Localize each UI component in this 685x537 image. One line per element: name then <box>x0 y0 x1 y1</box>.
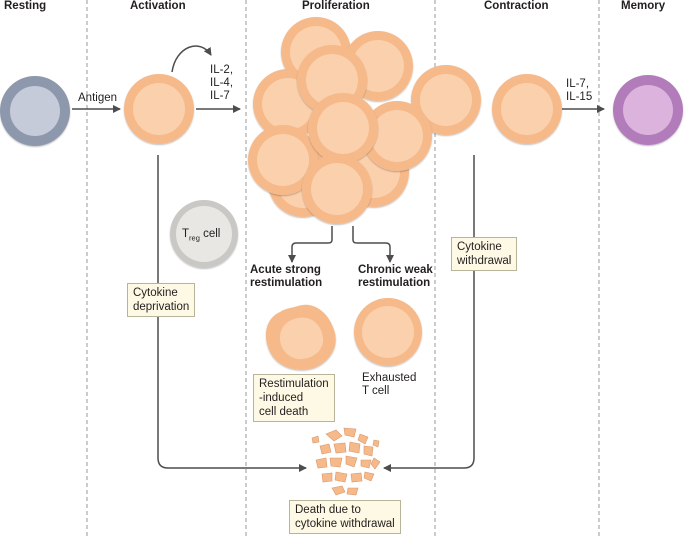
stage-header-resting: Resting <box>4 0 47 12</box>
antigen-label: Antigen <box>78 92 118 104</box>
acute-restimulation-label: Acute strong restimulation <box>250 264 323 289</box>
proliferating-t-cell-cluster <box>248 17 481 224</box>
activation-cytokines-label: IL-2, IL-4, IL-7 <box>210 64 234 102</box>
cytokine-deprivation-box: Cytokine deprivation <box>127 283 196 317</box>
cluster-cell <box>248 125 318 195</box>
deprivation-death-arrow <box>157 155 307 472</box>
arrows <box>72 45 605 472</box>
apoptotic-cell-fragments <box>311 427 381 496</box>
cluster-cell <box>411 65 481 135</box>
stage-header-proliferation: Proliferation <box>302 0 370 12</box>
exhausted-t-cell <box>354 298 422 366</box>
withdrawal-death-arrow <box>383 155 475 472</box>
cluster-cell <box>302 154 372 224</box>
treg-cell-label: Treg cell <box>182 228 221 243</box>
chronic-restimulation-label: Chronic weak restimulation <box>358 264 433 289</box>
memory-t-cell <box>613 75 683 145</box>
memory-cytokines-label: IL-7, IL-15 <box>566 78 593 103</box>
cluster-cell <box>308 93 378 163</box>
stage-header-contraction: Contraction <box>484 0 549 12</box>
stage-header-memory: Memory <box>621 0 666 12</box>
death-cytokine-withdrawal-box: Death due to cytokine withdrawal <box>289 500 401 534</box>
stage-dividers <box>86 0 600 537</box>
contracting-t-cell <box>492 74 562 144</box>
ricd-box: Restimulation -induced cell death <box>253 374 335 422</box>
ricd-dying-cell <box>265 304 336 370</box>
chronic-branch-arrow <box>352 226 394 263</box>
treg-cell <box>170 200 238 268</box>
resting-t-cell <box>0 76 70 146</box>
acute-branch-arrow <box>288 226 333 263</box>
activated-t-cell <box>124 74 194 144</box>
cytokine-withdrawal-box: Cytokine withdrawal <box>451 237 518 271</box>
cluster-cell <box>362 101 432 171</box>
exhausted-t-cell-label: Exhausted T cell <box>362 372 417 397</box>
stage-header-activation: Activation <box>130 0 186 12</box>
autocrine-arrow <box>171 45 212 73</box>
